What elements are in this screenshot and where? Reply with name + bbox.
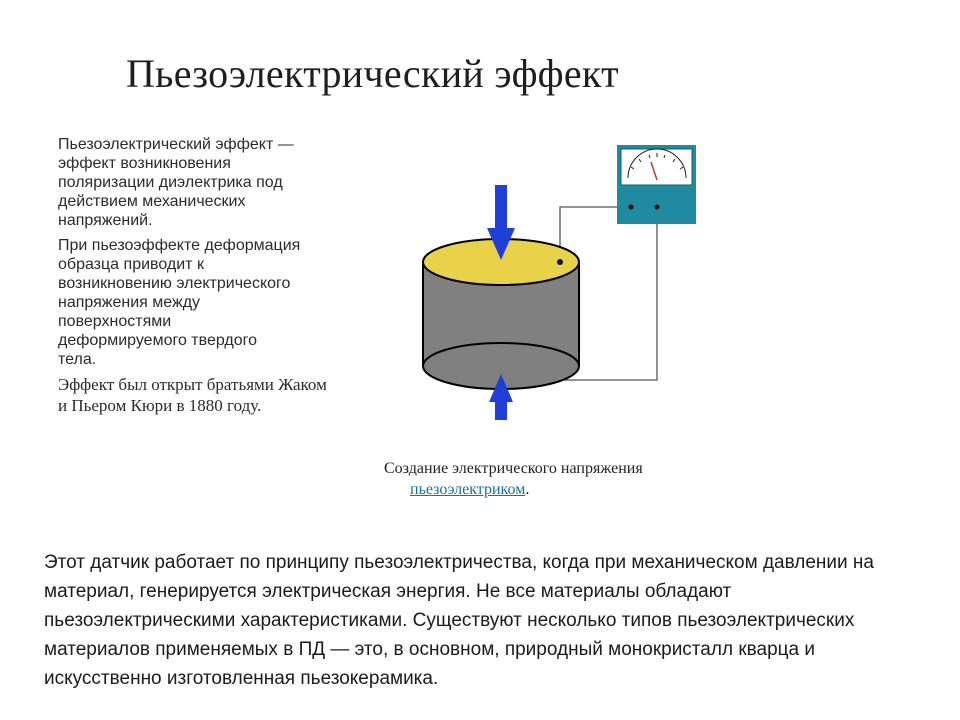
wire-bottom <box>560 207 658 381</box>
body-paragraph: Этот датчик работает по принципу пьезоэл… <box>44 552 874 689</box>
piezo-diagram <box>422 145 696 420</box>
piezo-cylinder-icon <box>422 238 580 390</box>
slide-title: Пьезоэлектрический эффект <box>126 51 619 96</box>
caption-suffix: . <box>525 481 530 498</box>
wires <box>559 206 658 381</box>
definition-paragraph: Пьезоэлектрический эффект — эффект возни… <box>58 136 294 229</box>
meter-needle <box>650 161 658 181</box>
voltmeter-icon <box>617 145 696 224</box>
piezoelectric-link[interactable]: пьезоэлектриком <box>410 481 526 498</box>
force-arrow-up-icon <box>489 374 513 420</box>
wire-top <box>559 206 631 262</box>
discovery-paragraph: Эффект был открыт братьями Жаком и Пьеро… <box>58 375 327 415</box>
force-arrow-down-icon <box>487 185 515 260</box>
diagram-caption: Создание электрического напряжения пьезо… <box>384 458 744 500</box>
deformation-paragraph: При пьезоэффекте деформация образца прив… <box>58 237 301 368</box>
caption-line: Создание электрического напряжения <box>384 460 643 477</box>
